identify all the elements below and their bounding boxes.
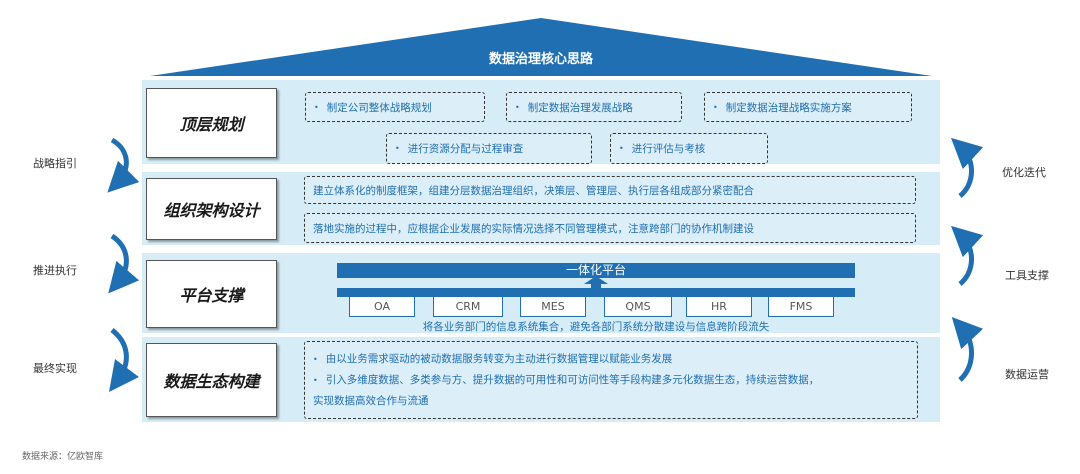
system-box: CRM <box>433 296 503 317</box>
bullet-icon: • <box>515 102 520 112</box>
bullet-icon: • <box>395 144 400 153</box>
org-item: 建立体系化的制度框架，组建分层数据治理组织，决策层、管理层、执行层各组成部分紧密… <box>304 176 916 204</box>
left-down-arrow-icon <box>108 233 140 294</box>
left-down-arrow-icon <box>107 137 140 193</box>
bullet-icon: • <box>619 144 624 153</box>
right-up-arrow-icon <box>950 225 984 286</box>
right-label-operations: 数据运营 <box>1005 368 1049 381</box>
roof-triangle <box>150 18 932 76</box>
bullet-icon: • <box>313 354 318 364</box>
planning-item: •制定数据治理发展战略 <box>506 92 682 122</box>
platform-caption: 将各业务部门的信息系统集合，避免各部门系统分散建设与信息跨阶段流失 <box>422 321 770 333</box>
platform-bar: 一体化平台 <box>337 263 855 278</box>
bullet-icon: • <box>713 102 718 112</box>
right-up-arrow-icon <box>951 316 984 382</box>
left-label-realization: 最终实现 <box>33 362 77 375</box>
planning-item: •制定数据治理战略实施方案 <box>704 92 912 122</box>
bullet-icon: • <box>313 375 318 385</box>
left-label-strategy: 战略指引 <box>33 157 77 170</box>
heading-platform: 平台支撑 <box>146 260 277 328</box>
left-down-arrow-icon <box>109 328 139 393</box>
source-note: 数据来源：亿欧智库 <box>22 452 104 462</box>
heading-top-planning: 顶层规划 <box>146 88 277 158</box>
org-item: 落地实施的过程中，应根据企业发展的实际情况选择不同管理模式，注意跨部门的协作机制… <box>304 213 916 243</box>
system-box: MES <box>520 296 586 317</box>
heading-org-design: 组织架构设计 <box>146 178 277 240</box>
ecosystem-item: •由以业务需求驱动的被动数据服务转变为主动进行数据管理以赋能业务发展 •引入多维… <box>304 341 918 419</box>
platform-base <box>337 288 855 297</box>
up-arrow-icon <box>584 276 608 290</box>
planning-item: •进行评估与考核 <box>610 133 768 164</box>
system-box: FMS <box>768 296 834 317</box>
system-box: HR <box>686 296 752 317</box>
right-label-optimize: 优化迭代 <box>1002 166 1046 179</box>
left-label-execution: 推进执行 <box>33 264 77 277</box>
system-box: QMS <box>604 296 672 317</box>
planning-item: •制定公司整体战略规划 <box>305 92 485 122</box>
bullet-icon: • <box>314 102 319 112</box>
planning-item: •进行资源分配与过程审查 <box>386 133 592 164</box>
heading-ecosystem: 数据生态构建 <box>146 343 277 417</box>
right-up-arrow-icon <box>950 137 984 198</box>
system-box: OA <box>349 296 415 317</box>
right-label-tools: 工具支撑 <box>1005 269 1049 282</box>
diagram-title: 数据治理核心思路 <box>488 52 593 67</box>
